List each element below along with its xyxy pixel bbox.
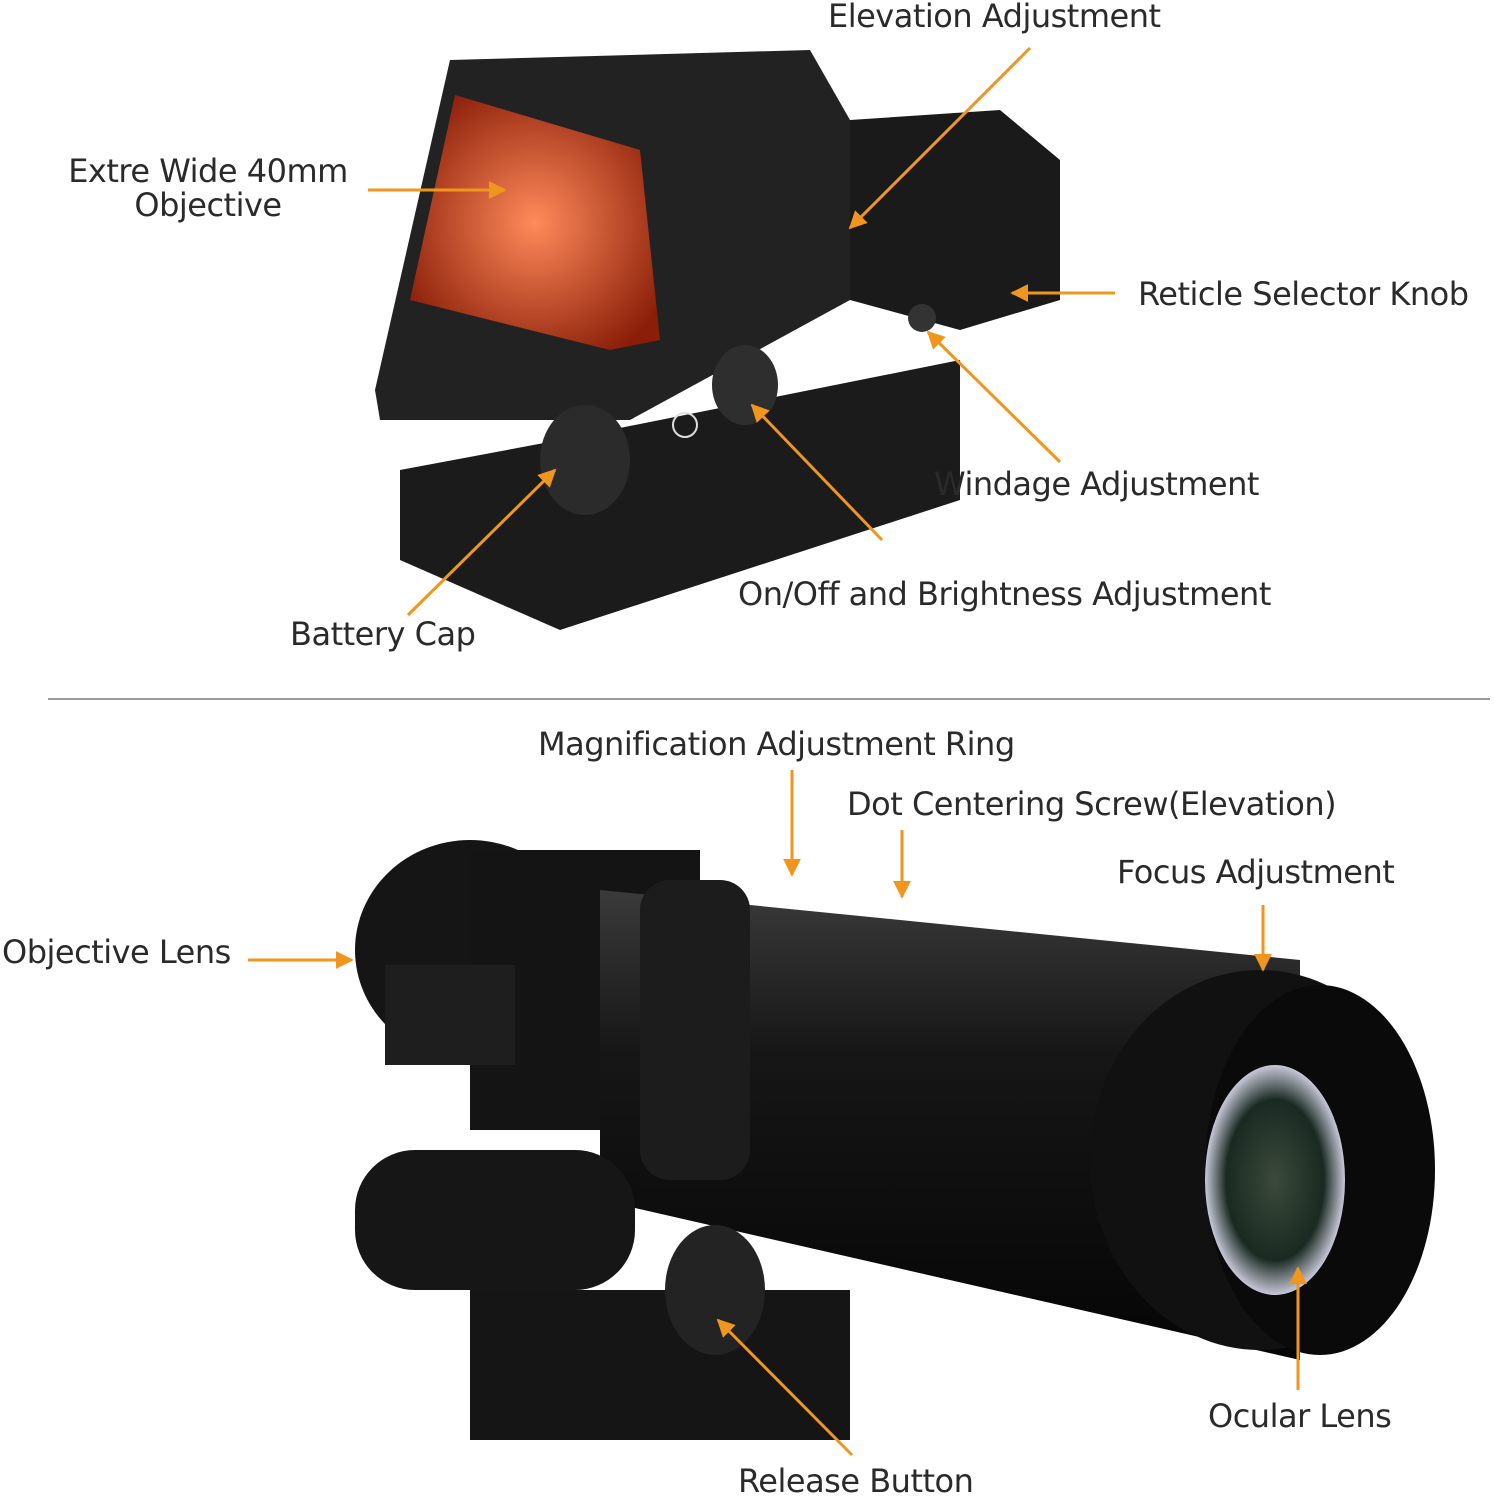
label-battery: Battery Cap	[290, 615, 476, 653]
arrow-windage	[926, 330, 1062, 464]
label-reticle: Reticle Selector Knob	[1138, 275, 1469, 313]
magnification-ring	[640, 880, 750, 1180]
arrow-release	[716, 1318, 854, 1457]
objective-lens-red	[410, 95, 660, 350]
arrow-battery	[406, 468, 557, 617]
label-objective-line1: Extre Wide 40mm	[68, 152, 348, 190]
sun-icon	[672, 412, 698, 438]
brightness-knob	[712, 345, 778, 425]
label-windage: Windage Adjustment	[934, 465, 1259, 503]
label-onoff: On/Off and Brightness Adjustment	[738, 575, 1271, 613]
battery-cap	[540, 405, 630, 515]
section-divider	[48, 698, 1490, 700]
label-magnification: Magnification Adjustment Ring	[538, 725, 1015, 763]
arrow-onoff	[750, 403, 884, 542]
label-objective-line2: Objective	[134, 185, 282, 224]
label-objective-lens: Objective Lens	[2, 933, 231, 971]
label-dot-centering: Dot Centering Screw(Elevation)	[847, 785, 1337, 823]
label-focus: Focus Adjustment	[1117, 853, 1395, 891]
red-dot-sight	[375, 50, 1060, 630]
windage-screw	[908, 304, 936, 332]
release-button-knob	[665, 1225, 765, 1355]
label-elevation: Elevation Adjustment	[828, 0, 1161, 35]
ocular-lens-glass	[1205, 1065, 1345, 1295]
label-release: Release Button	[738, 1462, 974, 1500]
arrow-elevation	[848, 46, 1032, 230]
label-ocular-lens: Ocular Lens	[1208, 1397, 1392, 1435]
magnifier	[355, 840, 1435, 1440]
label-objective: Extre Wide 40mm Objective	[60, 152, 356, 224]
